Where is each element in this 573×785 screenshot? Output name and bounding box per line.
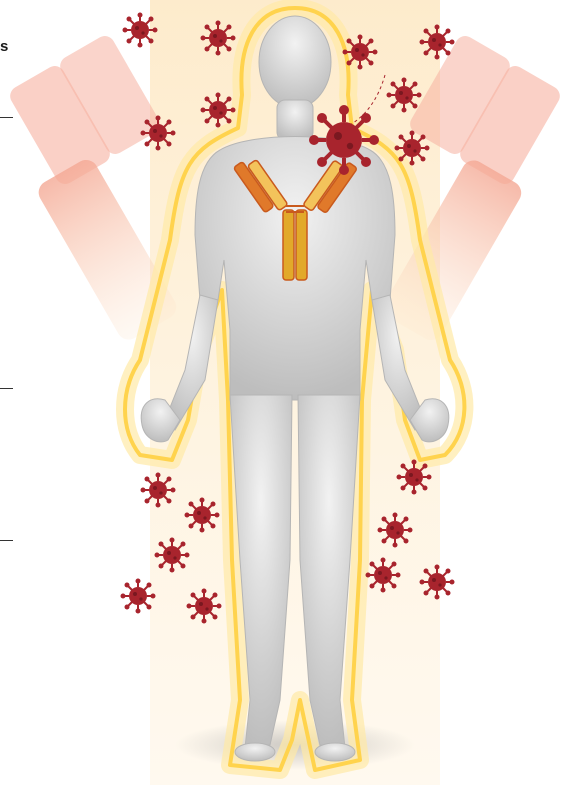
scene-svg: [0, 0, 573, 785]
illustration: s: [0, 0, 573, 785]
